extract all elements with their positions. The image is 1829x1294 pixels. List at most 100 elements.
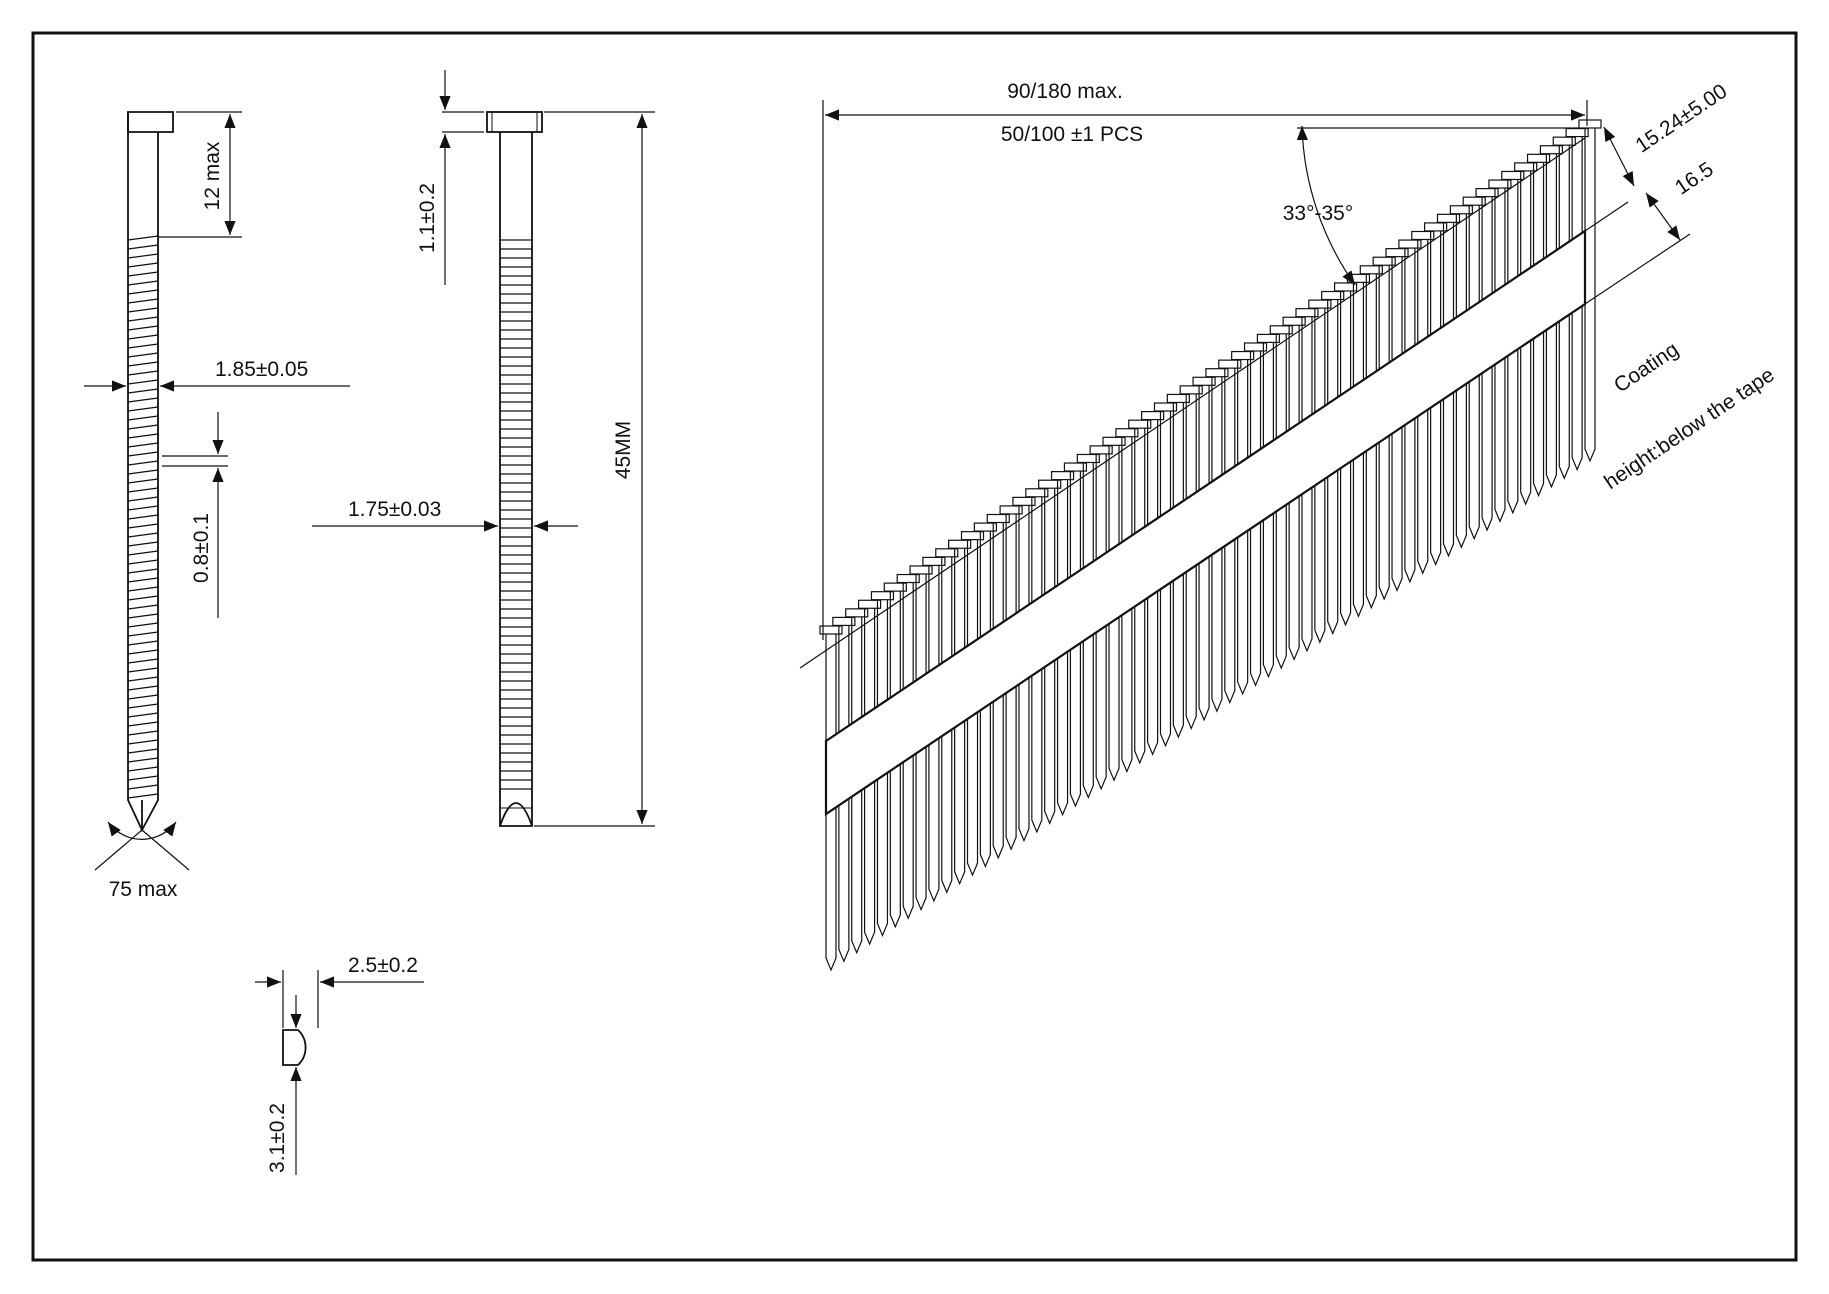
ring-thread	[127, 262, 159, 268]
ring-thread	[127, 298, 159, 304]
ring-thread	[127, 388, 159, 394]
strip-nail-head	[1372, 256, 1396, 266]
strip-nail	[1128, 419, 1152, 765]
drawing-frame	[31, 31, 1798, 1262]
strip-nail-head	[1514, 162, 1538, 172]
strip-nail-shank	[992, 522, 1004, 860]
strip-nail	[896, 573, 920, 920]
ring-thread	[127, 667, 159, 673]
strip-nail	[1218, 359, 1242, 705]
ring-thread	[127, 559, 159, 565]
strip-nail-shank	[1069, 471, 1082, 808]
strip-nail-head	[922, 556, 946, 566]
strip-nail-head	[948, 539, 972, 549]
ring-thread	[127, 523, 159, 529]
strip-nail-head	[845, 608, 869, 618]
ring-thread	[127, 307, 159, 313]
strip-nail-shank	[1288, 325, 1300, 661]
ring-thread	[127, 460, 159, 466]
label-strip-count: 50/100 ±1 PCS	[1001, 123, 1143, 146]
strip-nail-head	[1321, 290, 1345, 301]
strip-nail-head	[1269, 325, 1293, 335]
strip-nail	[948, 539, 972, 886]
strip-nail	[1076, 453, 1100, 800]
strip-nail	[909, 565, 933, 912]
ring-thread	[127, 271, 159, 277]
ring-thread	[127, 703, 159, 709]
strip-nail-shank	[889, 591, 901, 929]
strip-nail-head	[819, 625, 843, 635]
strip-nail-shank	[1056, 479, 1069, 817]
strip-nail	[1488, 179, 1512, 523]
strip-nail-head	[1552, 136, 1576, 146]
label-head-diameter: 3.1±0.2	[266, 1103, 289, 1173]
strip-nail	[1153, 402, 1178, 748]
strip-nail-head	[857, 599, 882, 609]
strip-nail-shank	[902, 582, 914, 920]
label-head-thickness: 1.1±0.2	[416, 183, 439, 253]
strip-nail-head	[1179, 385, 1203, 395]
strip-nail	[1372, 256, 1396, 601]
strip-nail-head	[1256, 333, 1280, 344]
strip-nail-head	[1385, 248, 1409, 258]
strip-nail-shank	[1249, 350, 1262, 687]
label-strip-length: 90/180 max.	[1007, 80, 1123, 103]
strip-nail-shank	[851, 616, 863, 955]
ring-thread	[127, 640, 159, 646]
strip-nail-head	[960, 531, 985, 541]
strip-nail-shank	[954, 548, 966, 886]
ring-thread	[127, 568, 159, 574]
nail-head	[486, 111, 543, 133]
strip-nail-head	[1192, 376, 1216, 386]
strip-nail	[1102, 436, 1126, 782]
strip-nail-head	[909, 565, 933, 575]
paper-tape	[824, 228, 1587, 817]
strip-nail	[1205, 368, 1229, 713]
ring-thread	[127, 280, 159, 286]
strip-nail-shank	[1147, 419, 1159, 756]
strip-nail-head	[1295, 308, 1319, 318]
strip-nail	[1321, 290, 1345, 636]
strip-nail-shank	[825, 634, 837, 972]
strip-nail-shank	[863, 608, 876, 946]
strip-nail-shank	[1018, 505, 1030, 843]
strip-nail-head	[1462, 196, 1486, 206]
strip-nail-shank	[838, 625, 850, 963]
strip-nail-shank	[1391, 256, 1403, 592]
dim-point-angle	[94, 821, 190, 871]
ring-thread	[127, 721, 159, 727]
nail-offset-head	[127, 111, 174, 133]
strip-nail-shank	[1121, 436, 1133, 774]
strip-nail	[986, 513, 1010, 860]
ring-thread	[127, 244, 159, 250]
strip-nail-head	[1308, 299, 1332, 309]
strip-nail	[857, 599, 882, 946]
strip-nail-head	[1102, 436, 1126, 446]
ring-thread	[127, 478, 159, 484]
strip-nail-head	[1050, 471, 1075, 481]
strip-nail-head	[870, 591, 895, 601]
strip-nail-shank	[1378, 265, 1390, 601]
strip-nail	[1269, 325, 1293, 670]
strip-nail-head	[1231, 350, 1255, 361]
strip-nail	[1475, 188, 1499, 532]
strip-nail-head	[1282, 316, 1306, 326]
strip-nail-head	[1475, 188, 1499, 198]
ring-thread	[127, 649, 159, 655]
strip-nail-head	[1218, 359, 1242, 369]
strip-nail	[1308, 299, 1332, 644]
label-ring-pitch: 0.8±0.1	[190, 513, 213, 583]
ring-thread	[127, 424, 159, 430]
strip-nail	[1179, 385, 1203, 731]
ring-thread	[127, 397, 159, 403]
strip-nail	[935, 548, 959, 894]
strip-nail-head	[1398, 239, 1422, 249]
ring-thread	[127, 586, 159, 592]
ring-thread	[127, 658, 159, 664]
strip-nail-shank	[1430, 230, 1442, 567]
strip-nail	[819, 625, 843, 972]
ring-thread	[127, 361, 159, 367]
strip-nail	[1192, 376, 1216, 722]
ring-thread	[127, 379, 159, 385]
